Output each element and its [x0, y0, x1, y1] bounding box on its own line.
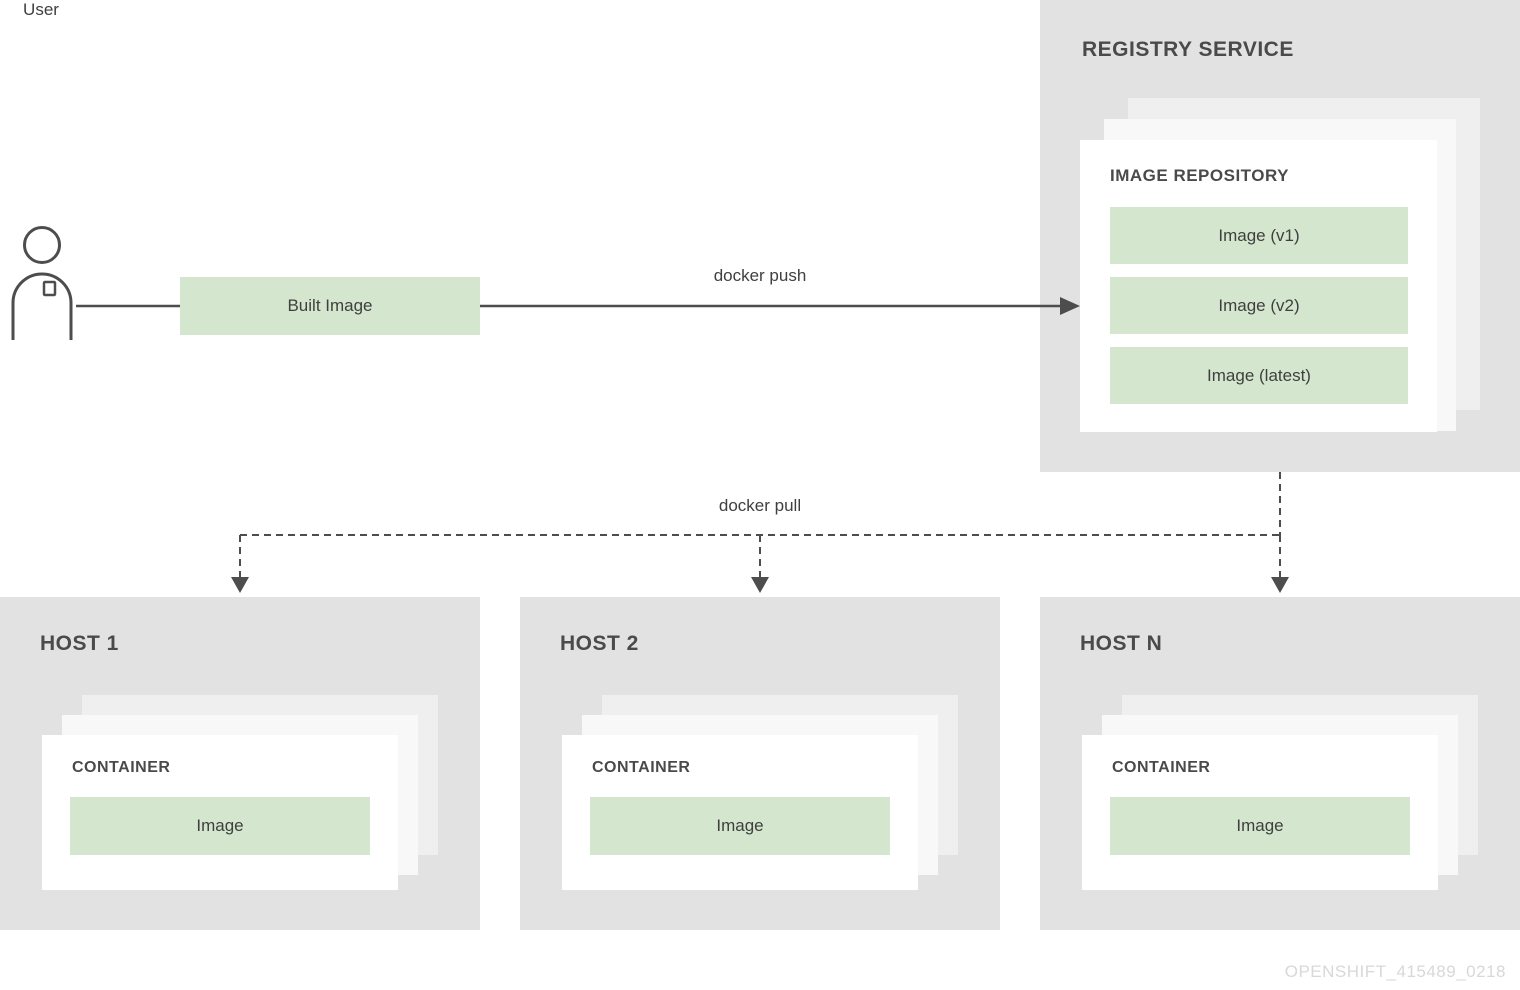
image-latest-label: Image (latest)	[1207, 365, 1311, 385]
host-1-image-box: Image	[70, 797, 370, 855]
host-2-image-label: Image	[716, 816, 764, 835]
registry-service-title: REGISTRY SERVICE	[1082, 38, 1294, 61]
built-image-box: Built Image	[180, 277, 480, 335]
host-n-container-card: CONTAINER Image	[1082, 735, 1438, 890]
host-1-image-label: Image	[196, 816, 244, 835]
image-latest-box: Image (latest)	[1110, 347, 1408, 404]
registry-service-panel: REGISTRY SERVICE IMAGE REPOSITORY Image …	[1040, 0, 1520, 472]
host-1-container-card: CONTAINER Image	[42, 735, 398, 890]
host-n-title: HOST N	[1080, 632, 1163, 655]
host-1-container-title: CONTAINER	[72, 759, 171, 776]
host-1-panel: HOST 1 CONTAINER Image	[0, 597, 480, 930]
image-v1-label: Image (v1)	[1218, 225, 1300, 245]
image-v2-box: Image (v2)	[1110, 277, 1408, 334]
host-2-panel: HOST 2 CONTAINER Image	[520, 597, 1000, 930]
built-image-label: Built Image	[287, 296, 373, 315]
host-n-container-title: CONTAINER	[1112, 759, 1211, 776]
image-repository-title: IMAGE REPOSITORY	[1110, 166, 1289, 185]
host-n-panel: HOST N CONTAINER Image	[1040, 597, 1520, 930]
image-v1-box: Image (v1)	[1110, 207, 1408, 264]
docker-pull-label: docker pull	[718, 496, 802, 515]
host-2-container-title: CONTAINER	[592, 759, 691, 776]
watermark: OPENSHIFT_415489_0218	[1284, 962, 1506, 981]
host-n-image-label: Image	[1236, 816, 1284, 835]
docker-push-label: docker push	[713, 266, 807, 285]
docker-pull-arrowheads	[231, 577, 1289, 593]
user-label: User	[23, 0, 59, 19]
host-2-image-box: Image	[590, 797, 890, 855]
image-repository-card: IMAGE REPOSITORY Image (v1) Image (v2) I…	[1080, 140, 1437, 432]
user-icon-svg	[11, 226, 73, 340]
host-2-container-card: CONTAINER Image	[562, 735, 918, 890]
host-1-title: HOST 1	[40, 632, 119, 655]
host-2-title: HOST 2	[560, 632, 639, 655]
image-v2-label: Image (v2)	[1218, 295, 1300, 315]
user-icon	[6, 226, 78, 342]
docker-pull-lines	[239, 472, 1281, 578]
host-n-image-box: Image	[1110, 797, 1410, 855]
